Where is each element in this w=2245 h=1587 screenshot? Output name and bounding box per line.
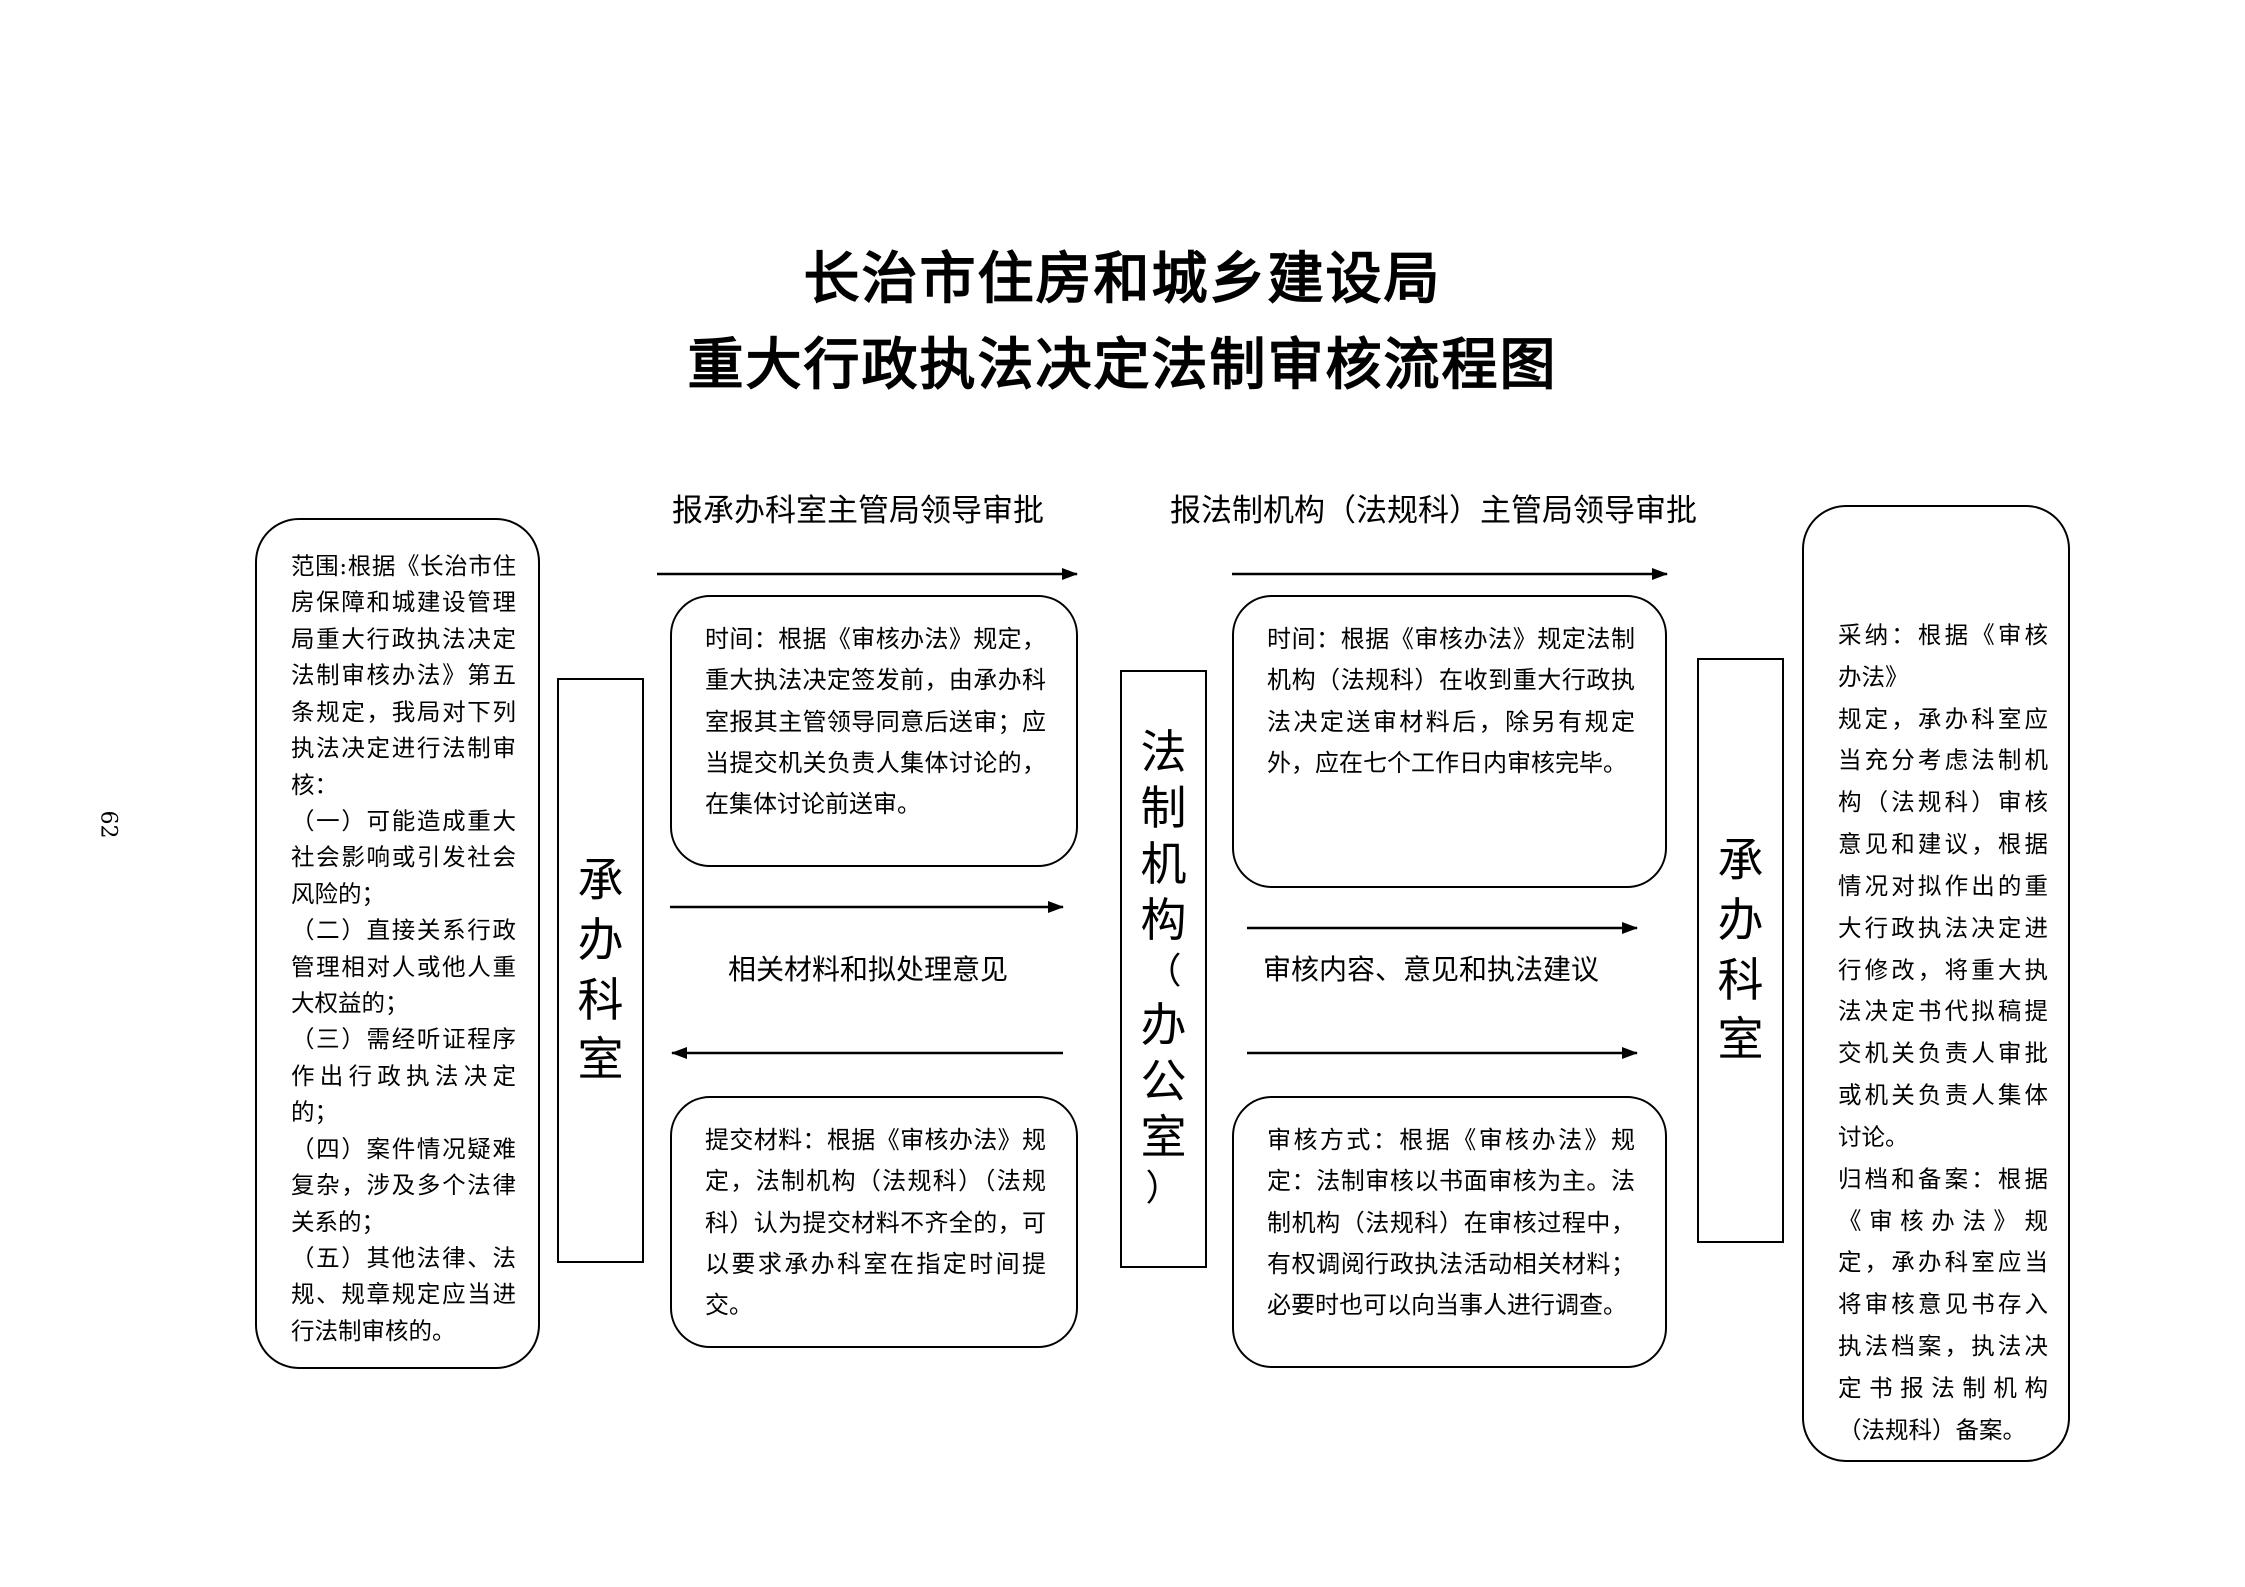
scope-item-2: （二）直接关系行政管理相对人或他人重大权益的； [291,916,516,1018]
adopt-body: 规定，承办科室应当充分考虑法制机构（法规科）审核意见和建议，根据情况对拟作出的重… [1838,704,2048,1151]
scope-item-3: （三）需经听证程序作出行政执法决定的； [291,1025,516,1127]
submit-materials-box: 提交材料：根据《审核办法》规定，法制机构（法规科）（法规科）认为提交材料不齐全的… [670,1096,1078,1348]
caption-mid-right: 审核内容、意见和执法建议 [1263,953,1600,986]
adopt-heading: 采纳：根据《审核办法》 [1838,621,2048,691]
page-title-line-1: 长治市住房和城乡建设局 [803,247,1442,312]
caption-top-right: 报法制机构（法规科）主管局领导审批 [1170,493,1697,529]
scope-item-1: （一）可能造成重大社会影响或引发社会风险的； [291,806,516,908]
center-unit-char: 公 [1140,1054,1187,1109]
time-box-right: 时间：根据《审核办法》规定法制机构（法规科）在收到重大行政执法决定送审材料后，除… [1232,595,1667,888]
time-box-left: 时间：根据《审核办法》规定，重大执法决定签发前，由承办科室报其主管领导同意后送审… [670,595,1078,867]
left-unit-char: 科 [577,972,624,1027]
center-unit-char: 法 [1140,725,1187,780]
archive-body: 归档和备案：根据《审核办法》规定，承办科室应当将审核意见书存入执法档案，执法决定… [1838,1164,2048,1444]
caption-mid-left: 相关材料和拟处理意见 [728,953,1009,986]
center-unit-char: 室 [1140,1110,1187,1165]
center-unit-char: ） [1145,1168,1182,1210]
center-unit-char: （ [1145,951,1182,993]
caption-top-left: 报承办科室主管局领导审批 [672,493,1044,529]
right-unit-char: 科 [1717,952,1764,1007]
scope-intro: 范围:根据《长治市住房保障和城建设管理局重大行政执法决定法制审核办法》第五条规定… [291,552,516,799]
left-unit-char: 办 [577,912,624,967]
scope-box: 范围:根据《长治市住房保障和城建设管理局重大行政执法决定法制审核办法》第五条规定… [255,518,540,1369]
adopt-archive-box: 采纳：根据《审核办法》 规定，承办科室应当充分考虑法制机构（法规科）审核意见和建… [1802,505,2070,1462]
center-unit-char: 机 [1140,837,1187,892]
page-title-line-2: 重大行政执法决定法制审核流程图 [687,333,1558,398]
review-method-box: 审核方式：根据《审核办法》规定：法制审核以书面审核为主。法制机构（法规科）在审核… [1232,1096,1667,1368]
scope-item-4: （四）案件情况疑难复杂，涉及多个法律关系的； [291,1134,516,1236]
center-unit-box: 法 制 机 构 （ 办 公 室 ） [1120,670,1207,1268]
center-unit-char: 办 [1140,998,1187,1053]
left-unit-char: 承 [577,852,624,907]
right-unit-char: 办 [1717,892,1764,947]
center-unit-char: 制 [1140,781,1187,836]
scope-item-5: （五）其他法律、法规、规章规定应当进行法制审核的。 [291,1244,516,1345]
left-unit-box: 承 办 科 室 [557,678,644,1263]
right-unit-char: 承 [1717,832,1764,887]
center-unit-char: 构 [1140,893,1187,948]
right-unit-char: 室 [1717,1012,1764,1067]
right-unit-box: 承 办 科 室 [1697,658,1784,1243]
left-unit-char: 室 [577,1032,624,1087]
